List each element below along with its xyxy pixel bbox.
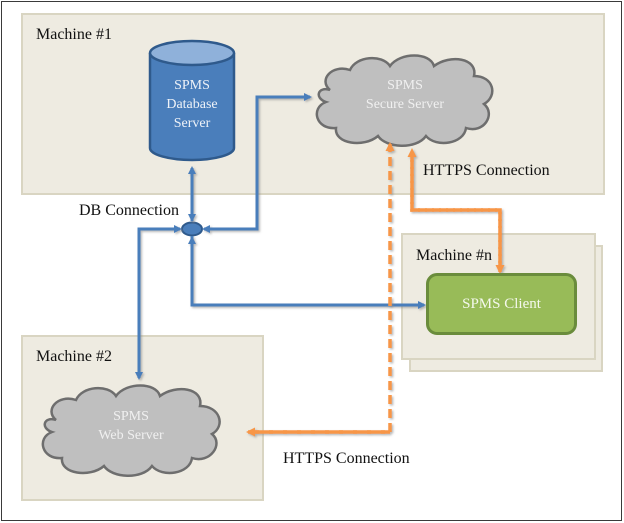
web-server-label-line2: Web Server [98, 428, 164, 443]
web-server-label-line1: SPMS [113, 409, 149, 424]
database-label-line3: Server [173, 116, 211, 131]
secure-server-label: SPMS Secure Server [340, 76, 470, 114]
db-connection-hub [181, 221, 203, 237]
https-connection-label-top: HTTPS Connection [423, 162, 550, 179]
secure-server-label-line2: Secure Server [365, 97, 445, 112]
machine-2-label: Machine #2 [36, 348, 112, 365]
https-connection-label-bottom: HTTPS Connection [283, 450, 410, 467]
db-connection-label: DB Connection [79, 202, 179, 219]
secure-server-cloud [315, 54, 494, 147]
secure-server-label-line1: SPMS [387, 78, 423, 93]
spms-client-node: SPMS Client [426, 273, 577, 335]
https-link-secure-to-client [410, 160, 505, 274]
web-server-cloud [41, 384, 221, 477]
link-web-server-to-hub [137, 225, 182, 378]
machine-n-label: Machine #n [416, 247, 492, 264]
database-label: SPMS Database Server [150, 76, 234, 133]
machine-1-box [21, 13, 605, 195]
https-link-web-to-secure [250, 142, 395, 434]
web-server-label: SPMS Web Server [66, 407, 196, 445]
database-label-line2: Database [166, 97, 218, 112]
machine-1-label: Machine #1 [36, 26, 112, 43]
database-label-line1: SPMS [174, 78, 210, 93]
spms-client-label: SPMS Client [462, 296, 541, 312]
database-cylinder [148, 39, 236, 162]
